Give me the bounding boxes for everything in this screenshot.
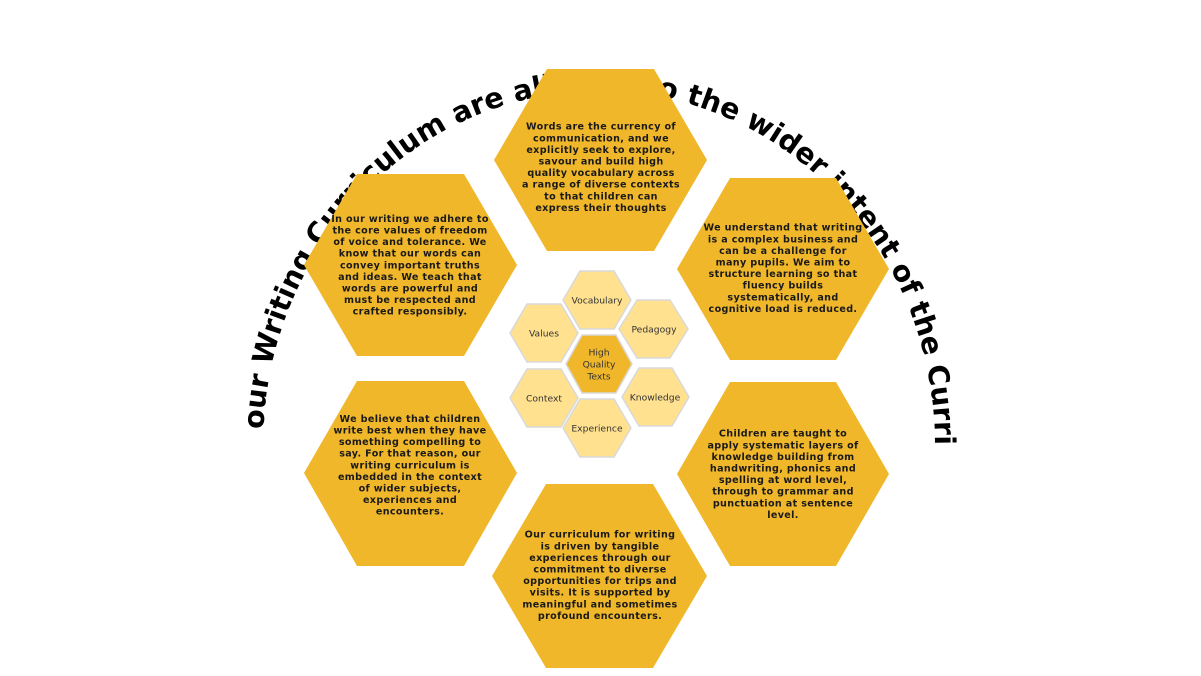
hex-text-line: opportunities for trips and	[523, 576, 677, 587]
hex-text-line: cognitive load is reduced.	[709, 304, 858, 315]
hex-text-line: systematically, and	[727, 292, 838, 303]
inner-hex-vocabulary-shape	[562, 270, 632, 330]
hex-text-line: of voice and tolerance. We	[333, 237, 486, 248]
outer-hex-bottom-shape	[492, 484, 707, 668]
hex-text-line: Words are the currency of	[526, 122, 676, 133]
inner-hex-knowledge-shape	[621, 367, 690, 427]
inner-hex-knowledge: Knowledge	[621, 367, 690, 427]
outer-hex-upper-right-shape	[677, 178, 889, 360]
hex-text-line: Pedagogy	[631, 324, 677, 335]
hex-text-line: of wider subjects,	[359, 484, 462, 495]
outer-hex-lower-right-shape	[677, 382, 889, 566]
hex-text-line: Context	[526, 393, 562, 404]
hex-text-line: Quality	[583, 359, 616, 370]
hex-text-line: express their thoughts	[535, 203, 666, 214]
inner-hex-knowledge-text: Knowledge	[630, 392, 681, 403]
hex-text-line: something compelling to	[339, 437, 481, 448]
hex-text-line: writing curriculum is	[350, 460, 469, 471]
hex-text-line: say. For that reason, our	[339, 449, 481, 460]
hex-text-line: experiences through our	[529, 553, 670, 564]
hex-text-line: spelling at word level,	[719, 475, 847, 486]
inner-hex-values-text: Values	[529, 328, 559, 339]
hex-text-line: We understand that writing	[703, 223, 862, 234]
hex-text-line: commitment to diverse	[533, 565, 666, 576]
inner-hex-center-shape	[565, 334, 633, 394]
hex-text-line: a range of diverse contexts	[522, 180, 680, 191]
hex-text-line: Knowledge	[630, 392, 681, 403]
hex-text-line: must be respected and	[344, 295, 476, 306]
hex-text-line: Children are taught to	[719, 429, 847, 440]
inner-hex-context-shape	[509, 368, 579, 428]
hex-text-line: savour and build high	[538, 157, 663, 168]
inner-hex-values: Values	[509, 303, 579, 363]
inner-hex-experience-text: Experience	[571, 423, 623, 434]
hex-text-line: convey important truths	[340, 260, 480, 271]
hex-text-line: Experience	[571, 423, 623, 434]
hex-text-line: fluency builds	[743, 281, 824, 292]
inner-hex-vocabulary: Vocabulary	[562, 270, 632, 330]
inner-hex-values-shape	[509, 303, 579, 363]
hex-text-line: communication, and we	[533, 133, 669, 144]
hex-text-line: meaningful and sometimes	[522, 599, 677, 610]
hex-text-line: knowledge building from	[711, 452, 854, 463]
hex-text-line: In our writing we adhere to	[331, 214, 489, 225]
hex-text-line: Values	[529, 328, 559, 339]
hex-text-line: words are powerful and	[342, 284, 478, 295]
hex-text-line: is driven by tangible	[541, 541, 660, 552]
outer-hex-top-shape	[494, 69, 707, 251]
hex-text-line: Vocabulary	[572, 295, 623, 306]
inner-hex-experience-shape	[562, 398, 632, 458]
outer-hex-upper-left-shape	[304, 174, 517, 356]
hex-text-line: embedded in the context	[338, 472, 482, 483]
hex-text-line: Our curriculum for writing	[525, 530, 676, 541]
inner-hex-pedagogy: Pedagogy	[618, 299, 689, 359]
hex-text-line: through to grammar and	[712, 487, 854, 498]
hex-text-line: We believe that children	[340, 414, 481, 425]
inner-hex-pedagogy-shape	[618, 299, 689, 359]
outer-hex-lower-left-shape	[304, 381, 517, 566]
hex-text-line: the core values of freedom	[332, 226, 487, 237]
hex-text-line: High	[588, 347, 609, 358]
hex-text-line: is a complex business and	[708, 234, 858, 245]
inner-hex-experience: Experience	[562, 398, 632, 458]
hex-text-line: encounters.	[376, 507, 444, 518]
hex-text-line: visits. It is supported by	[530, 588, 671, 599]
inner-hex-pedagogy-text: Pedagogy	[631, 324, 677, 335]
hex-text-line: write best when they have	[333, 426, 486, 437]
hex-text-line: to that children can	[544, 191, 658, 202]
inner-hex-context-text: Context	[526, 393, 562, 404]
hex-text-line: crafted responsibly.	[353, 307, 468, 318]
hex-text-line: handwriting, phonics and	[710, 464, 856, 475]
hex-text-line: apply systematic layers of	[707, 440, 859, 451]
hex-text-line: level.	[767, 510, 799, 521]
hex-text-line: punctuation at sentence	[713, 498, 853, 509]
inner-hex-vocabulary-text: Vocabulary	[572, 295, 623, 306]
inner-hex-context: Context	[509, 368, 579, 428]
hex-text-line: know that our words can	[339, 249, 481, 260]
hex-text-line: experiences and	[363, 495, 457, 506]
hex-text-line: can be a challenge for	[719, 246, 847, 257]
hex-text-line: profound encounters.	[538, 611, 662, 622]
hex-text-line: many pupils. We aim to	[716, 258, 851, 269]
hex-text-line: explicitly seek to explore,	[526, 145, 675, 156]
hex-text-line: structure learning so that	[709, 269, 858, 280]
hex-text-line: and ideas. We teach that	[338, 272, 482, 283]
hex-text-line: quality vocabulary across	[527, 168, 674, 179]
hex-text-line: Texts	[586, 371, 611, 382]
